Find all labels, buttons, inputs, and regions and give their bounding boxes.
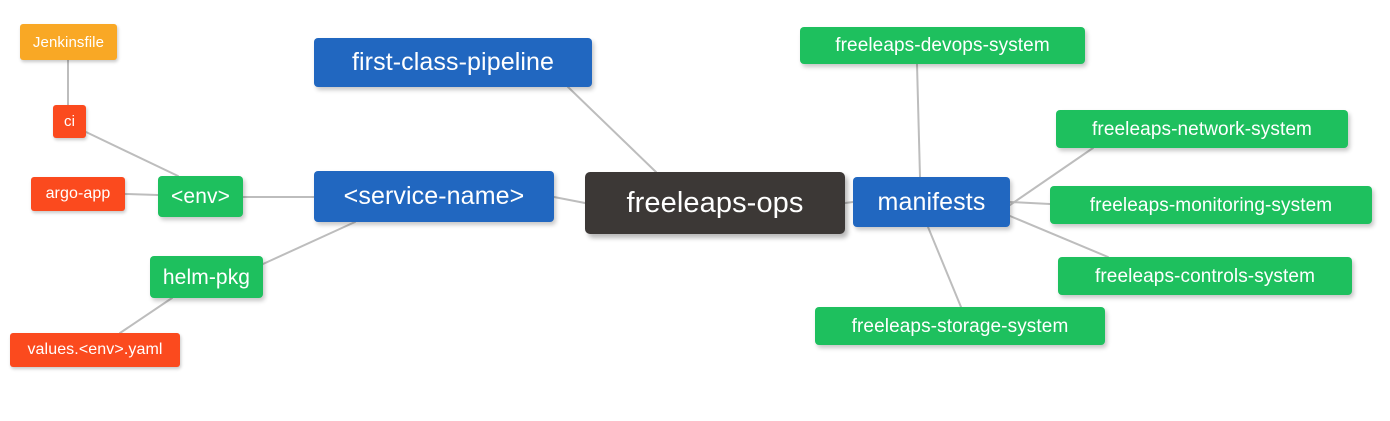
mindmap-node-service-name[interactable]: <service-name>	[314, 171, 554, 222]
mindmap-node-helm-pkg[interactable]: helm-pkg	[150, 256, 263, 298]
mindmap-node-env[interactable]: <env>	[158, 176, 243, 217]
mindmap-node-ci[interactable]: ci	[53, 105, 86, 138]
mindmap-node-values-yaml[interactable]: values.<env>.yaml	[10, 333, 180, 367]
mindmap-node-manifests[interactable]: manifests	[853, 177, 1010, 227]
mindmap-node-network-system[interactable]: freeleaps-network-system	[1056, 110, 1348, 148]
mindmap-node-monitoring-system[interactable]: freeleaps-monitoring-system	[1050, 186, 1372, 224]
mindmap-node-freeleaps-ops[interactable]: freeleaps-ops	[585, 172, 845, 234]
mindmap-node-argo-app[interactable]: argo-app	[31, 177, 125, 211]
mindmap-node-first-class-pipeline[interactable]: first-class-pipeline	[314, 38, 592, 87]
mindmap-node-controls-system[interactable]: freeleaps-controls-system	[1058, 257, 1352, 295]
mindmap-node-jenkinsfile[interactable]: Jenkinsfile	[20, 24, 117, 60]
mindmap-node-storage-system[interactable]: freeleaps-storage-system	[815, 307, 1105, 345]
mindmap-node-devops-system[interactable]: freeleaps-devops-system	[800, 27, 1085, 64]
